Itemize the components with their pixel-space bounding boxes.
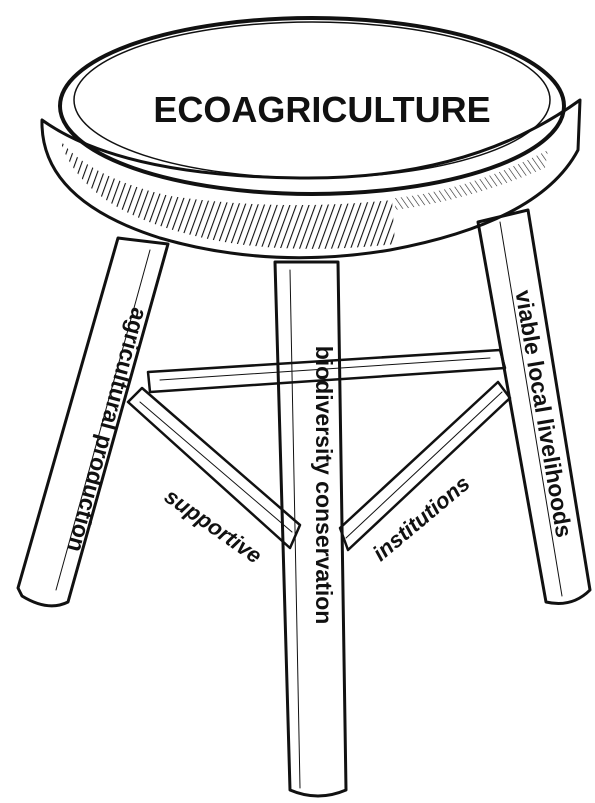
leg-left — [18, 238, 168, 606]
leg-left-label: agricultural production — [63, 305, 153, 555]
stool-seat — [42, 18, 580, 258]
leg-right-label: viable local livelihoods — [510, 288, 577, 539]
brace-right-label: institutions — [368, 471, 475, 566]
seat-title: ECOAGRICULTURE — [153, 89, 490, 130]
leg-middle-label: biodiversity conservation — [311, 346, 337, 625]
